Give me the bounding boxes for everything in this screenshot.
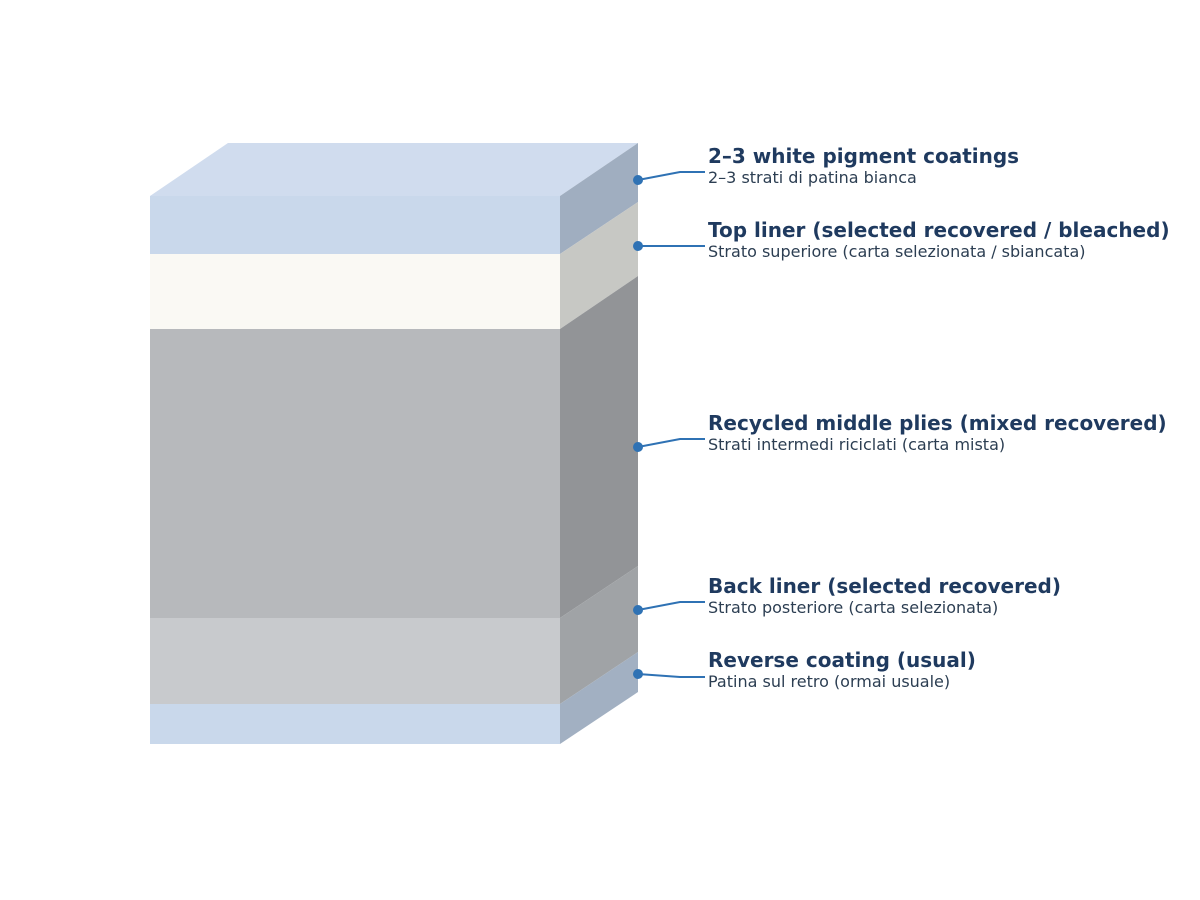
top-liner-front-face (150, 254, 560, 329)
leader-line-middle-plies (637, 438, 705, 448)
middle-plies-front-face (150, 329, 560, 618)
coatings-side-face (560, 143, 638, 254)
coatings-front-face (150, 196, 560, 254)
label-title: Top liner (selected recovered / bleached… (708, 218, 1170, 242)
label-title: 2–3 white pigment coatings (708, 144, 1020, 168)
reverse-coating-front-face (150, 704, 560, 744)
label-title: Reverse coating (usual) (708, 648, 976, 672)
leader-dot-top-liner (633, 241, 643, 251)
label-reverse-coating: Reverse coating (usual) Patina sul retro… (708, 648, 1188, 692)
label-subtitle: 2–3 strati di patina bianca (708, 168, 917, 187)
label-top-liner: Top liner (selected recovered / bleached… (708, 218, 1188, 262)
leader-line-coatings (637, 171, 705, 181)
label-recycled-middle-plies: Recycled middle plies (mixed recovered) … (708, 411, 1188, 455)
leader-line-reverse-coating (637, 673, 705, 678)
leader-line-back-liner (637, 601, 705, 611)
block-top-face (150, 143, 638, 196)
label-title: Back liner (selected recovered) (708, 574, 1061, 598)
leader-dot-back-liner (633, 605, 643, 615)
leader-dot-middle-plies (633, 442, 643, 452)
label-subtitle: Strato posteriore (carta selezionata) (708, 598, 999, 617)
top-liner-side-face (560, 202, 638, 329)
leader-dot-coatings (633, 175, 643, 185)
label-white-pigment-coatings: 2–3 white pigment coatings 2–3 strati di… (708, 144, 1188, 188)
label-subtitle: Strato superiore (carta selezionata / sb… (708, 242, 1086, 261)
label-subtitle: Strati intermedi riciclati (carta mista) (708, 435, 1006, 454)
middle-plies-side-face (560, 276, 638, 618)
label-back-liner: Back liner (selected recovered) Strato p… (708, 574, 1188, 618)
leader-dot-reverse-coating (633, 669, 643, 679)
back-liner-front-face (150, 618, 560, 704)
label-subtitle: Patina sul retro (ormai usuale) (708, 672, 951, 691)
label-title: Recycled middle plies (mixed recovered) (708, 411, 1167, 435)
back-liner-side-face (560, 566, 638, 704)
reverse-coating-side-face (560, 652, 638, 744)
